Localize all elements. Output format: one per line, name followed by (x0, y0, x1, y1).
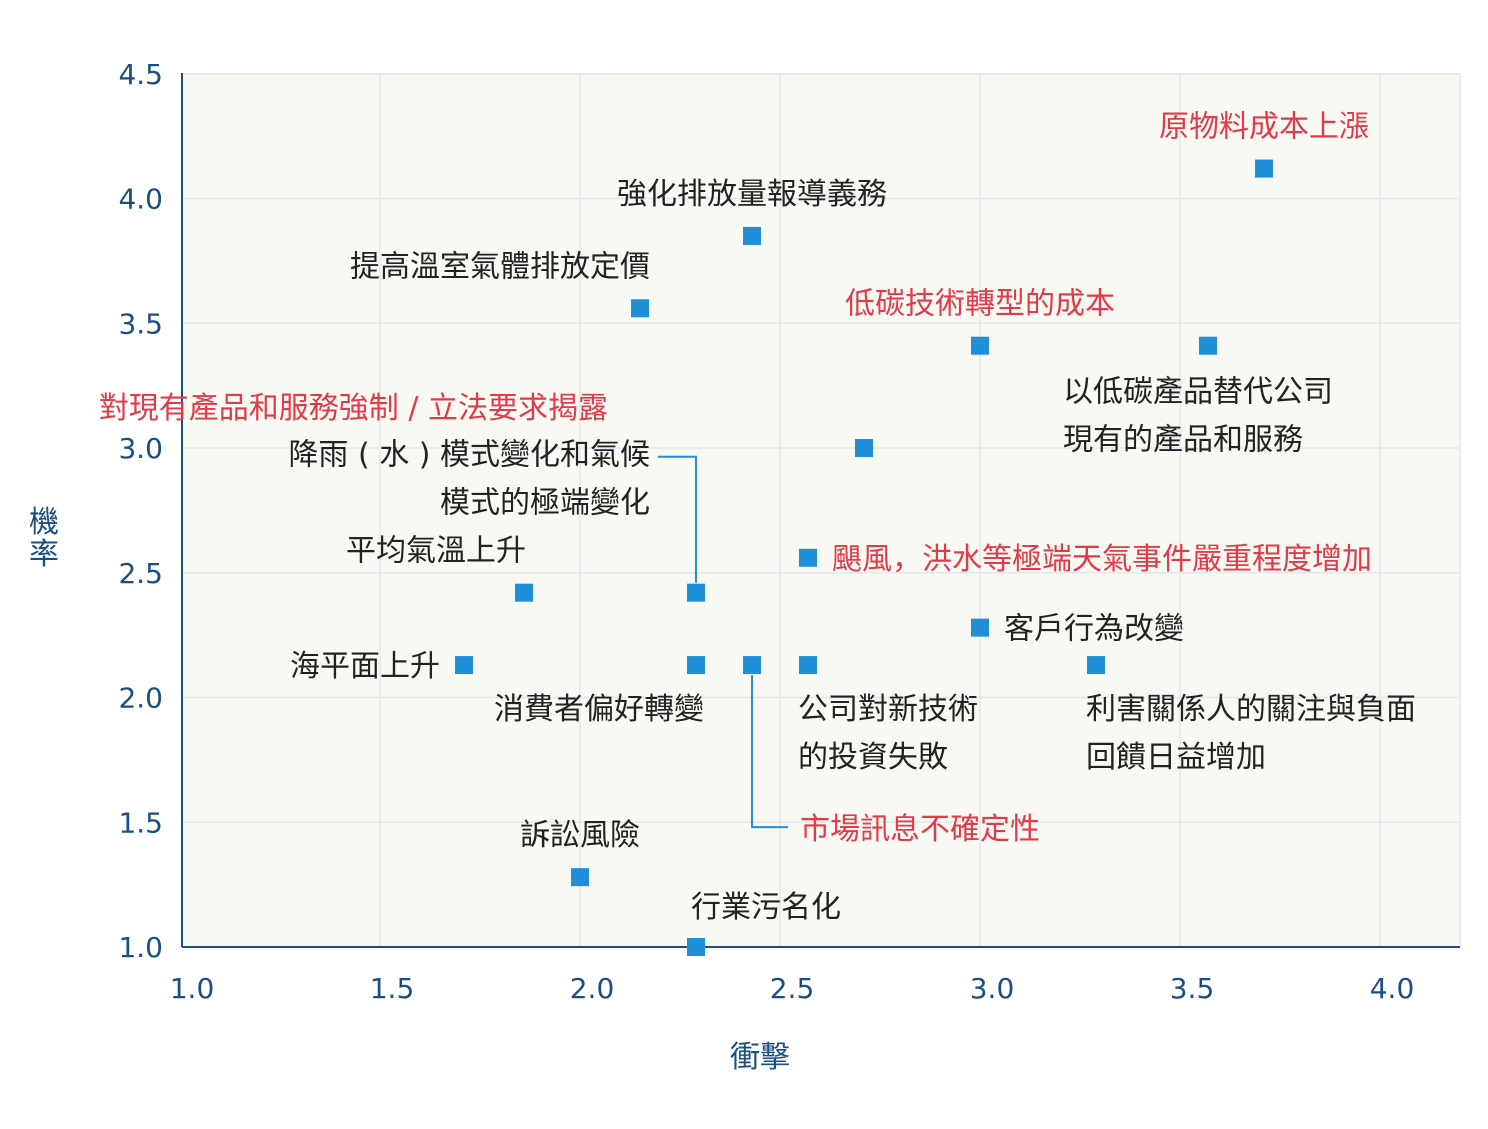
point-label: 回饋日益增加 (1086, 740, 1266, 775)
point-label: 原物料成本上漲 (1159, 110, 1369, 145)
y-tick-label: 2.0 (118, 682, 163, 715)
x-tick-label: 2.5 (770, 972, 815, 1005)
data-point-marker (687, 583, 705, 602)
point-label: 市場訊息不確定性 (800, 812, 1040, 847)
data-markers (455, 159, 1273, 956)
data-point-marker (743, 656, 761, 675)
point-label: 海平面上升 (290, 649, 440, 684)
data-point-marker (799, 656, 817, 675)
y-tick-label: 4.5 (118, 58, 163, 91)
y-tick-label: 2.5 (118, 557, 163, 590)
y-tick-label: 1.0 (118, 931, 163, 964)
grid-lines (182, 73, 1461, 947)
point-label: 以低碳產品替代公司 (1063, 375, 1333, 410)
y-axis-title-char: 機 (29, 505, 59, 540)
data-point-marker (855, 439, 873, 457)
data-point-marker (515, 583, 533, 602)
point-label: 行業污名化 (691, 890, 841, 925)
x-tick-label: 3.0 (970, 972, 1015, 1005)
leader-line (658, 455, 697, 583)
point-label: 降雨 ( 水 ) 模式變化和氣候 (288, 438, 650, 473)
x-tick-label: 1.0 (170, 972, 215, 1005)
plot-area (182, 73, 1460, 947)
data-point-marker (971, 618, 989, 637)
point-label: 消費者偏好轉變 (494, 692, 704, 727)
y-tick-label: 3.5 (118, 307, 163, 340)
data-point-marker (1087, 656, 1105, 675)
y-axis-title: 機率 (29, 505, 59, 572)
x-tick-label: 1.5 (370, 972, 415, 1005)
data-point-marker (743, 226, 761, 245)
x-tick-label: 2.0 (570, 972, 615, 1005)
y-axis-title-char: 率 (29, 537, 59, 572)
x-tick-label: 3.5 (1170, 972, 1215, 1005)
point-label: 平均氣溫上升 (346, 534, 526, 569)
tick-labels: 1.0 1.5 2.0 2.5 3.0 3.5 4.0 1.0 1.5 2.0 2.5 3.0 3.5 4… (118, 58, 1414, 1005)
leader-line (751, 675, 788, 829)
leader-lines (658, 455, 788, 829)
point-labels: 原物料成本上漲強化排放量報導義務提高溫室氣體排放定價低碳技術轉型的成本以低碳產品… (99, 110, 1416, 925)
data-point-marker (971, 336, 989, 355)
point-label: 模式的極端變化 (440, 486, 650, 521)
data-point-marker (687, 656, 705, 675)
data-point-marker (571, 868, 589, 887)
y-tick-label: 3.0 (118, 432, 163, 465)
axes (181, 73, 1460, 948)
point-label: 現有的產品和服務 (1063, 423, 1303, 458)
x-axis-title: 衝擊 (730, 1040, 790, 1075)
point-label: 客戶行為改變 (1004, 612, 1184, 647)
x-tick-label: 4.0 (1370, 972, 1415, 1005)
y-tick-label: 4.0 (118, 183, 163, 216)
data-point-marker (687, 938, 705, 956)
point-label: 提高溫室氣體排放定價 (350, 249, 650, 284)
data-point-marker (455, 656, 473, 675)
point-label: 強化排放量報導義務 (617, 177, 887, 212)
data-point-marker (1255, 159, 1273, 178)
point-label: 訴訟風險 (520, 818, 640, 853)
point-label: 的投資失敗 (798, 740, 948, 775)
point-label: 對現有產品和服務強制 / 立法要求揭露 (99, 391, 608, 426)
point-label: 低碳技術轉型的成本 (845, 287, 1115, 322)
data-point-marker (1199, 336, 1217, 355)
y-tick-label: 1.5 (118, 806, 163, 839)
point-label: 颶風，洪水等極端天氣事件嚴重程度增加 (832, 542, 1372, 577)
data-point-marker (631, 299, 649, 318)
point-label: 公司對新技術 (798, 692, 978, 727)
point-label: 利害關係人的關注與負面 (1086, 692, 1416, 727)
data-point-marker (799, 548, 817, 567)
